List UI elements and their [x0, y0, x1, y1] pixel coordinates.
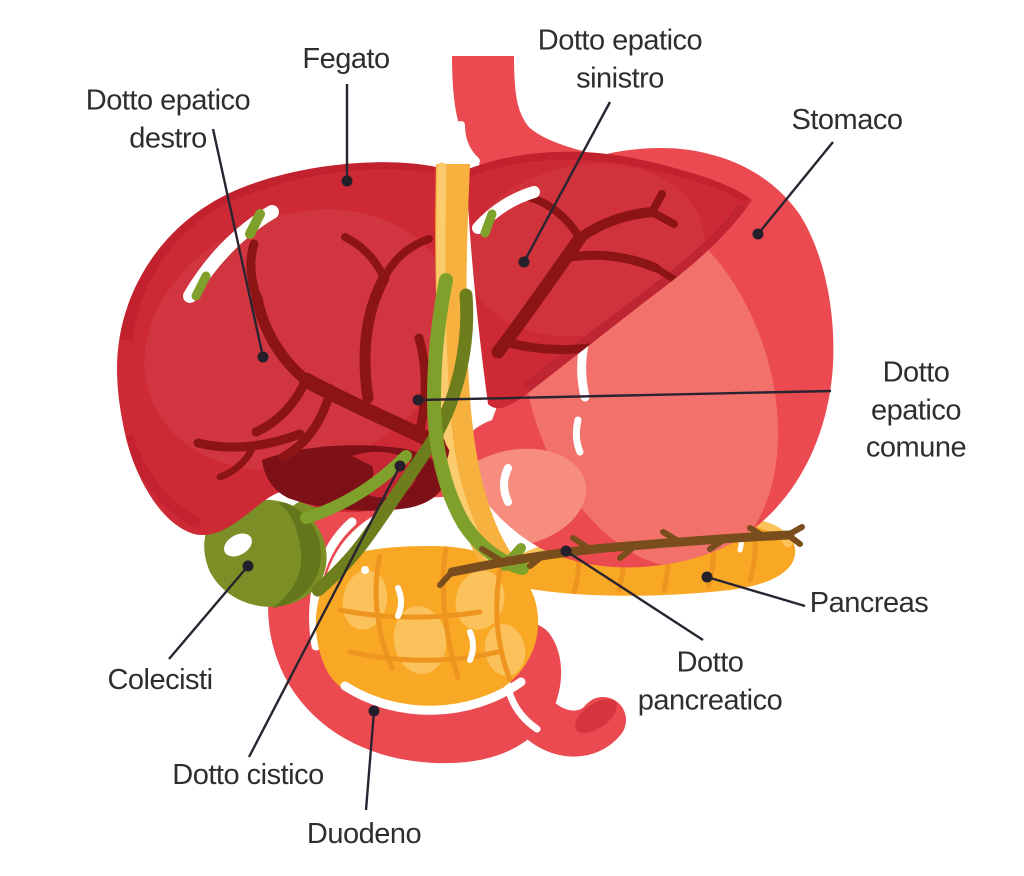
leader-dotto-cistico — [247, 465, 402, 758]
leader-comune — [417, 389, 832, 402]
liver-vessels — [193, 190, 682, 489]
label-dotto-epatico-sinistro: Dotto epatico sinistro — [537, 24, 703, 94]
cystic-duct-shadow — [311, 288, 474, 597]
label-dotto-epatico-comune: Dotto epatico comune — [865, 356, 967, 464]
leader-lines — [168, 84, 834, 811]
liver-highlights — [183, 186, 540, 303]
leader-stomaco — [757, 141, 834, 235]
leader-sinistro — [522, 101, 612, 263]
leader-dotto-pancreatico — [565, 549, 704, 642]
leader-pancreas — [706, 575, 806, 608]
pancreas-head-shape — [315, 546, 539, 715]
label-duodeno: Duodeno — [306, 818, 422, 851]
label-fegato: Fegato — [302, 43, 390, 76]
label-dotto-epatico-destro: Dotto epatico destro — [85, 84, 251, 154]
label-stomaco: Stomaco — [791, 104, 903, 137]
label-dotto-cistico: Dotto cistico — [172, 759, 324, 792]
duodenum-cut-end — [575, 699, 617, 733]
leader-duodeno — [364, 710, 376, 811]
pancreatic-duct-shape — [437, 524, 805, 588]
leader-destro — [211, 128, 265, 358]
leader-colecisti — [168, 565, 249, 660]
label-colecisti: Colecisti — [107, 664, 213, 697]
label-pancreas: Pancreas — [809, 587, 929, 620]
label-dotto-pancreatico: Dotto pancreatico — [637, 646, 783, 716]
leader-dots — [242, 175, 764, 717]
